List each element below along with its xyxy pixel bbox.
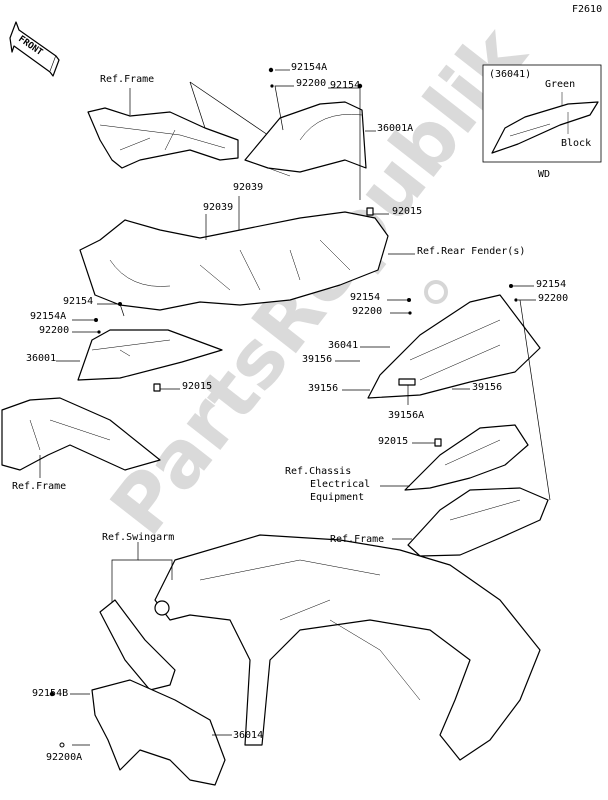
label-ref-chassis-1: Ref.Chassis bbox=[285, 466, 351, 477]
label-92039-a: 92039 bbox=[233, 182, 263, 193]
label-36014: 36014 bbox=[233, 730, 263, 741]
frame-part-top bbox=[87, 107, 239, 169]
label-ref-frame-left: Ref.Frame bbox=[12, 481, 66, 492]
chain-guard-36014 bbox=[91, 599, 226, 786]
label-36001: 36001 bbox=[26, 353, 56, 364]
label-36001A: 36001A bbox=[377, 123, 413, 134]
label-92154A-left: 92154A bbox=[30, 311, 66, 322]
label-92015-mid: 92015 bbox=[378, 436, 408, 447]
side-cover-36001A bbox=[244, 101, 367, 177]
label-39156-a: 39156 bbox=[302, 354, 332, 365]
label-ref-frame-right: Ref.Frame bbox=[330, 534, 384, 545]
label-92039-b: 92039 bbox=[203, 202, 233, 213]
front-arrow-icon: FRONT bbox=[9, 21, 60, 77]
label-ref-rear-fender: Ref.Rear Fender(s) bbox=[417, 246, 525, 257]
figure-code: F2610 bbox=[572, 4, 602, 15]
leader bbox=[111, 542, 139, 620]
label-39156A: 39156A bbox=[388, 410, 424, 421]
label-92200-left: 92200 bbox=[39, 325, 69, 336]
watermark-gear-icon bbox=[424, 280, 448, 304]
fastener-icons bbox=[49, 67, 518, 748]
label-39156-b: 39156 bbox=[308, 383, 338, 394]
seat-cowl-inner bbox=[79, 211, 389, 311]
label-92154-mid: 92154 bbox=[350, 292, 380, 303]
label-36041: 36041 bbox=[328, 340, 358, 351]
label-ref-swingarm: Ref.Swingarm bbox=[102, 532, 174, 543]
side-cover-36001 bbox=[77, 329, 223, 381]
label-92200A: 92200A bbox=[46, 752, 82, 763]
frame-part-left bbox=[1, 397, 161, 471]
inset-green-label: Green bbox=[545, 79, 575, 90]
label-92154-left: 92154 bbox=[63, 296, 93, 307]
leader bbox=[189, 81, 206, 129]
label-ref-frame-top: Ref.Frame bbox=[100, 74, 154, 85]
label-92154B: 92154B bbox=[32, 688, 68, 699]
label-92154-top: 92154 bbox=[330, 80, 360, 91]
inset-36041-wd: (36041) Green Block WD bbox=[482, 64, 602, 180]
swingarm bbox=[154, 534, 541, 761]
label-92015-top: 92015 bbox=[392, 206, 422, 217]
label-ref-chassis-2: Electrical bbox=[310, 479, 370, 490]
label-92154A-top: 92154A bbox=[291, 62, 327, 73]
inset-variant-label: WD bbox=[538, 169, 550, 180]
electrical-tray bbox=[404, 424, 529, 491]
label-92154-right: 92154 bbox=[536, 279, 566, 290]
label-92015-left: 92015 bbox=[182, 381, 212, 392]
frame-part-right bbox=[407, 487, 549, 557]
inset-block-label: Block bbox=[561, 138, 591, 149]
leader bbox=[519, 299, 551, 501]
leader bbox=[138, 559, 173, 580]
leader bbox=[274, 85, 294, 131]
label-92200-mid: 92200 bbox=[352, 306, 382, 317]
label-92200-top: 92200 bbox=[296, 78, 326, 89]
inset-part-number: (36041) bbox=[489, 69, 531, 80]
side-cover-36041 bbox=[367, 294, 541, 399]
label-92200-right: 92200 bbox=[538, 293, 568, 304]
clip-39156A bbox=[398, 378, 416, 386]
label-ref-chassis-3: Equipment bbox=[310, 492, 364, 503]
label-39156-c: 39156 bbox=[472, 382, 502, 393]
